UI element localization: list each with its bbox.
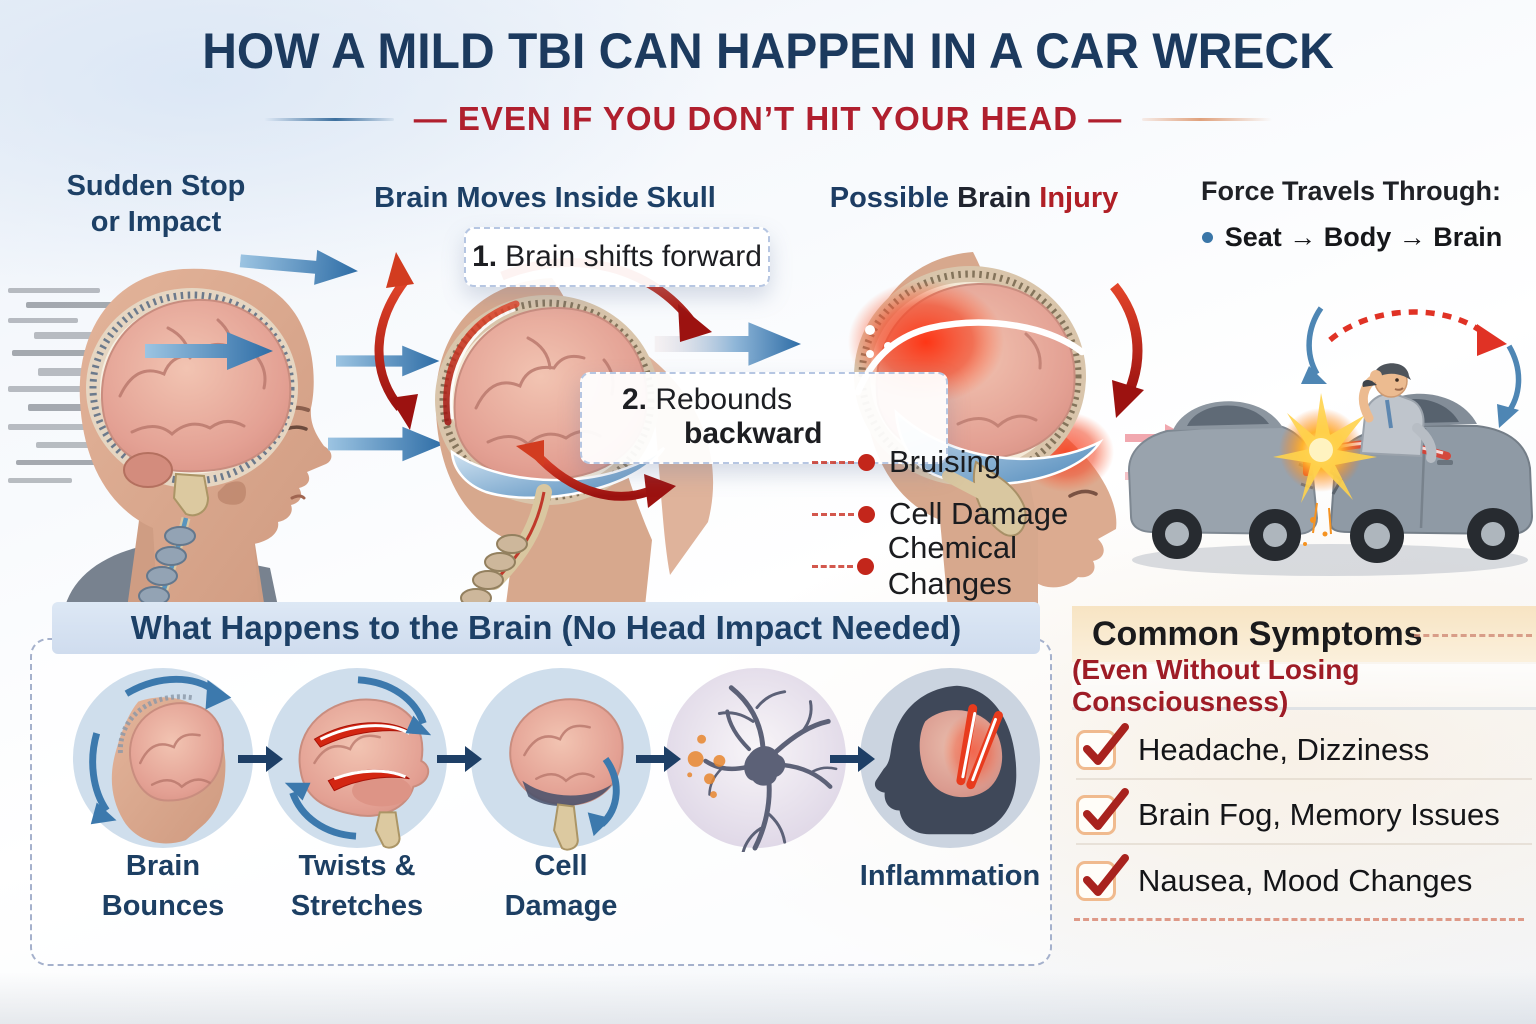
blue-arrow-icon — [328, 426, 445, 462]
dashed-leader — [812, 564, 853, 568]
decorative-line-right — [1142, 117, 1273, 121]
symptoms-title: Common Symptoms — [1092, 614, 1423, 653]
inflammation-v — [956, 704, 1003, 790]
stage1-title: Sudden Stop or Impact — [66, 170, 246, 239]
transition-arrow-icon — [654, 322, 801, 366]
step-label-brain-bounces: Brain Bounces — [101, 850, 225, 923]
symptom-item: Nausea, Mood Changes — [1076, 852, 1532, 910]
brain-twists-illustration — [266, 667, 448, 849]
footer-wash — [0, 972, 1536, 1024]
flow-arrow-icon — [437, 746, 482, 772]
cap — [1372, 363, 1411, 381]
head-brain-injury-illustration — [848, 252, 1144, 609]
stage3-title: Possible Brain Injury — [829, 182, 1119, 214]
dashed-leader — [812, 512, 854, 516]
left-car — [1127, 401, 1319, 561]
force-path: Seat → Body → Brain — [1172, 222, 1532, 253]
step-label-twists-stretches: Twists & Stretches — [290, 850, 424, 923]
step1-callout: 1. Brain shifts forward — [464, 227, 770, 287]
inflammation-illustration — [859, 667, 1041, 849]
page-title: HOW A MILD TBI CAN HAPPEN IN A CAR WRECK — [202, 23, 1334, 79]
red-dashed-arc-icon — [1328, 309, 1507, 356]
ear — [217, 481, 246, 505]
blue-arc-arrowhead — [1497, 404, 1519, 428]
decorative-line-left — [263, 117, 394, 121]
injury-highlight — [854, 319, 1086, 396]
bullet-dot-icon — [858, 505, 875, 523]
head-brain-motion-illustration — [374, 252, 714, 635]
list-item: Cell Damage — [812, 488, 1142, 540]
blue-arc-arrow-icon — [289, 676, 427, 840]
inflammation-spots — [687, 734, 726, 799]
flow-arrow-icon — [238, 746, 283, 772]
stretch-marks — [313, 722, 414, 792]
stage2-title: Brain Moves Inside Skull — [374, 182, 716, 214]
red-arc-arrow-icon — [516, 440, 676, 508]
symptom-item: Brain Fog, Memory Issues — [1076, 787, 1532, 845]
symptoms-subtitle: (Even Without Losing Consciousness) — [1072, 654, 1536, 717]
dashed-leader — [1414, 634, 1532, 637]
check-icon — [1076, 723, 1129, 770]
step-label-cell-damage: Cell Damage — [504, 850, 618, 923]
force-title: Force Travels Through: — [1200, 176, 1502, 206]
red-arc-arrow-icon — [374, 252, 418, 430]
list-item: Bruising — [812, 436, 1142, 488]
head-sudden-stop-illustration — [8, 268, 332, 616]
cerebellum — [123, 452, 173, 488]
dendrites — [703, 685, 838, 852]
flow-arrow-icon — [830, 746, 875, 772]
brain-shift-glow — [443, 300, 520, 426]
step2-callout: 2. Rebounds backward — [580, 372, 948, 464]
symptoms-title-banner: Common Symptoms — [1072, 606, 1536, 662]
bullet-dot-icon — [858, 453, 875, 471]
injury-effects-list: Bruising Cell Damage Chemical Changes — [812, 436, 1142, 601]
list-item: Chemical Changes — [812, 530, 1142, 601]
red-arc-arrow-icon — [1110, 282, 1144, 418]
driver-figure — [1358, 363, 1437, 463]
bullet-dot-icon — [1201, 232, 1213, 243]
page-subtitle: — EVEN IF YOU DON’T HIT YOUR HEAD — — [413, 100, 1123, 137]
subtitle-row: — EVEN IF YOU DON’T HIT YOUR HEAD — — [0, 100, 1536, 138]
flow-arrow-icon — [636, 746, 681, 772]
dashed-leader — [1074, 918, 1524, 921]
soma — [744, 746, 786, 786]
blue-arrow-icon — [145, 332, 273, 370]
bullet-dot-icon — [856, 557, 874, 575]
brain — [101, 298, 292, 473]
dashed-leader — [812, 460, 854, 464]
csf-gap — [450, 447, 666, 499]
blue-arc-arrowhead — [1301, 366, 1327, 384]
brain-stem — [172, 472, 210, 517]
check-icon — [1076, 854, 1129, 901]
brain-bounces-illustration — [72, 667, 254, 849]
blue-arrow-icon — [336, 345, 440, 377]
process-title: What Happens to the Brain (No Head Impac… — [52, 602, 1040, 654]
blue-arrow-icon — [239, 249, 358, 285]
check-icon — [1076, 788, 1129, 835]
symptoms-panel: Common Symptoms (Even Without Losing Con… — [1072, 604, 1536, 944]
neuron-illustration — [665, 667, 847, 852]
car-crash-illustration — [1125, 306, 1534, 576]
brain-cell-damage-illustration — [470, 667, 652, 851]
spark-burst — [1273, 393, 1377, 546]
step-label-inflammation: Inflammation — [859, 860, 1041, 892]
symptom-item: Headache, Dizziness — [1076, 722, 1532, 780]
